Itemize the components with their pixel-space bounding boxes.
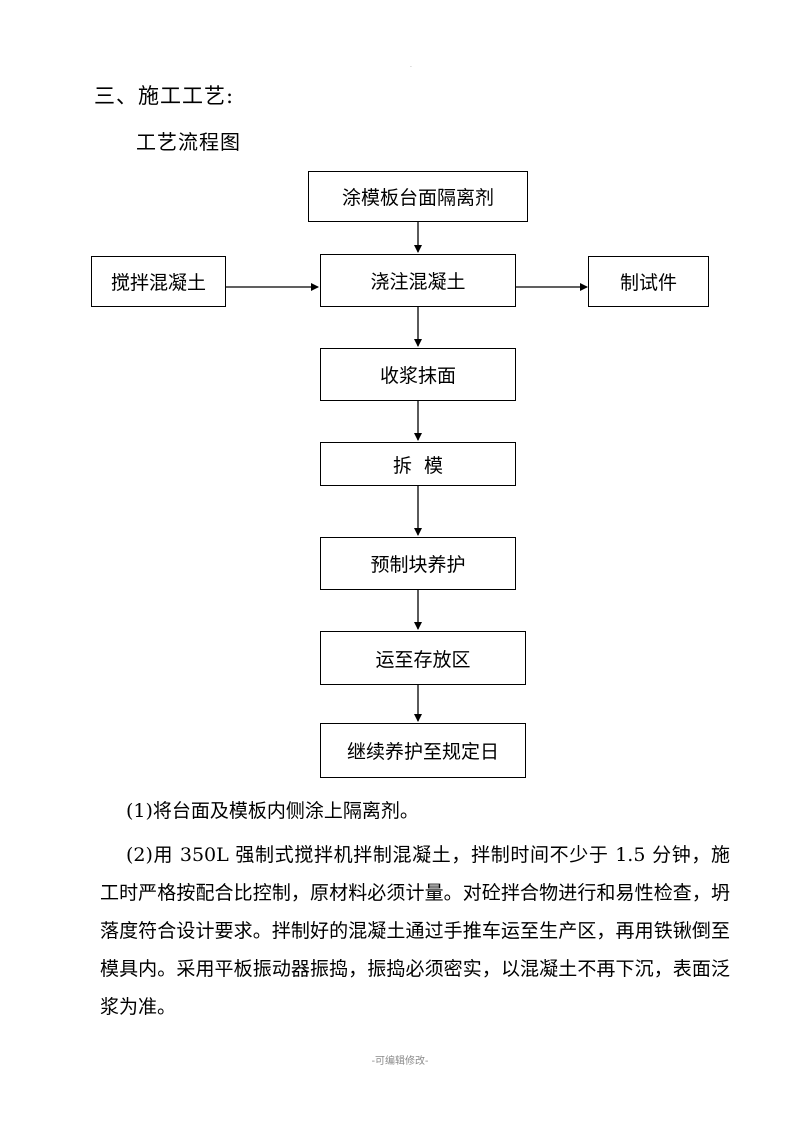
flow-box-step-3: 预制块养护: [320, 537, 516, 590]
flow-box-make-specimens: 制试件: [588, 256, 709, 307]
section-heading: 三、施工工艺:: [94, 84, 235, 108]
flow-box-step-5: 继续养护至规定日: [320, 723, 526, 778]
flow-box-step-2: 拆 模: [320, 442, 516, 486]
flow-box-release-agent: 涂模板台面隔离剂: [308, 171, 528, 222]
flow-box-step-1: 收浆抹面: [320, 348, 516, 401]
flow-box-mix-concrete: 搅拌混凝土: [91, 256, 226, 307]
flow-box-pour-concrete: 浇注混凝土: [320, 254, 516, 307]
paragraph-2: (2)用 350L 强制式搅拌机拌制混凝土，拌制时间不少于 1.5 分钟，施工时…: [100, 844, 730, 1018]
decorative-dot: .: [410, 62, 412, 69]
flowchart-title: 工艺流程图: [136, 130, 241, 154]
footer-note: -可编辑修改-: [371, 1056, 429, 1067]
paragraph-1: (1)将台面及模板内侧涂上隔离剂。: [126, 800, 419, 822]
flow-box-step-4: 运至存放区: [320, 631, 526, 685]
flowchart-connectors: [226, 222, 588, 722]
